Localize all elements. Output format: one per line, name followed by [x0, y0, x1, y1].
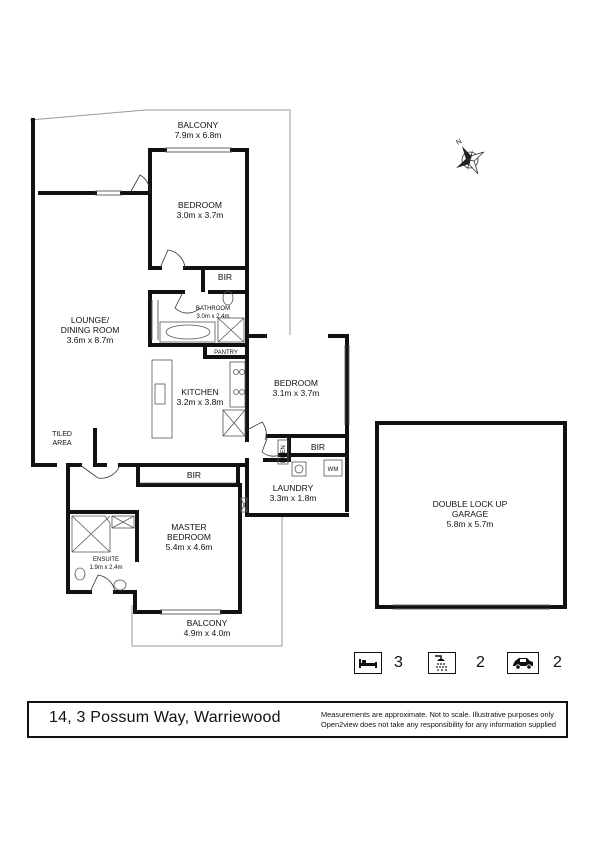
door-swings	[79, 174, 281, 593]
bedroom-top-name: BEDROOM	[178, 200, 222, 210]
disclaimer-line-2: Open2view does not take any responsibili…	[321, 720, 556, 729]
lounge-name-2: DINING ROOM	[61, 325, 120, 335]
property-address: 14, 3 Possum Way, Warriewood	[49, 709, 281, 726]
room-labels: BALCONY 7.9m x 6.8m BEDROOM 3.0m x 3.7m …	[52, 120, 508, 638]
balcony-top-size: 7.9m x 6.8m	[175, 130, 222, 140]
disclaimer-line-1: Measurements are approximate. Not to sca…	[321, 710, 554, 719]
wm-label: WM	[328, 467, 339, 473]
balcony-bottom-name: BALCONY	[187, 618, 228, 628]
bathroom-name: BATHROOM	[196, 306, 230, 312]
compass-icon: N	[455, 138, 485, 175]
stat-bedrooms: 3	[354, 651, 403, 675]
bathroom-count: 2	[476, 654, 485, 671]
bir-right-label: BIR	[311, 442, 325, 452]
bed-icon	[354, 652, 382, 674]
floor-plan: BALCONY 7.9m x 6.8m BEDROOM 3.0m x 3.7m …	[29, 109, 567, 647]
master-bedroom-size: 5.4m x 4.6m	[166, 542, 213, 552]
lounge-size: 3.6m x 8.7m	[67, 335, 114, 345]
ensuite-name: ENSUITE	[93, 557, 119, 563]
compass-north-label: N	[455, 138, 463, 147]
ensuite-size: 1.9m x 2.4m	[89, 565, 122, 571]
bir-top-label: BIR	[218, 272, 232, 282]
balcony-bottom-size: 4.9m x 4.0m	[184, 628, 231, 638]
stat-bathrooms: 2	[428, 651, 485, 675]
master-bedroom-name-2: BEDROOM	[167, 532, 211, 542]
bathroom-size: 3.0m x 2.4m	[196, 314, 229, 320]
bedroom-right-size: 3.1m x 3.7m	[273, 388, 320, 398]
bedroom-top-size: 3.0m x 3.7m	[177, 210, 224, 220]
windows	[95, 147, 550, 615]
laundry-name: LAUNDRY	[273, 483, 314, 493]
linen-label: LINEN	[281, 445, 287, 463]
garage-size: 5.8m x 5.7m	[447, 519, 494, 529]
garage-name-2: GARAGE	[452, 509, 489, 519]
balcony-top-name: BALCONY	[178, 120, 219, 130]
master-bedroom-name-1: MASTER	[171, 522, 206, 532]
footer: 14, 3 Possum Way, Warriewood Measurement…	[27, 701, 568, 738]
kitchen-size: 3.2m x 3.8m	[177, 397, 224, 407]
bir-master-label: BIR	[187, 470, 201, 480]
bedroom-right-name: BEDROOM	[274, 378, 318, 388]
bedroom-count: 3	[394, 654, 403, 671]
shower-icon	[428, 652, 456, 674]
car-icon	[507, 652, 539, 674]
pantry-label: PANTRY	[214, 350, 238, 356]
car-space-count: 2	[553, 654, 562, 671]
disclaimer: Measurements are approximate. Not to sca…	[321, 710, 566, 730]
fixtures	[71, 290, 343, 591]
laundry-size: 3.3m x 1.8m	[270, 493, 317, 503]
tiled-area-1: TILED	[52, 431, 72, 438]
walls	[31, 118, 567, 614]
kitchen-name: KITCHEN	[181, 387, 218, 397]
stat-car-spaces: 2	[507, 651, 562, 675]
lounge-name-1: LOUNGE/	[71, 315, 110, 325]
tiled-area-2: AREA	[52, 440, 71, 447]
garage-name-1: DOUBLE LOCK UP	[433, 499, 508, 509]
